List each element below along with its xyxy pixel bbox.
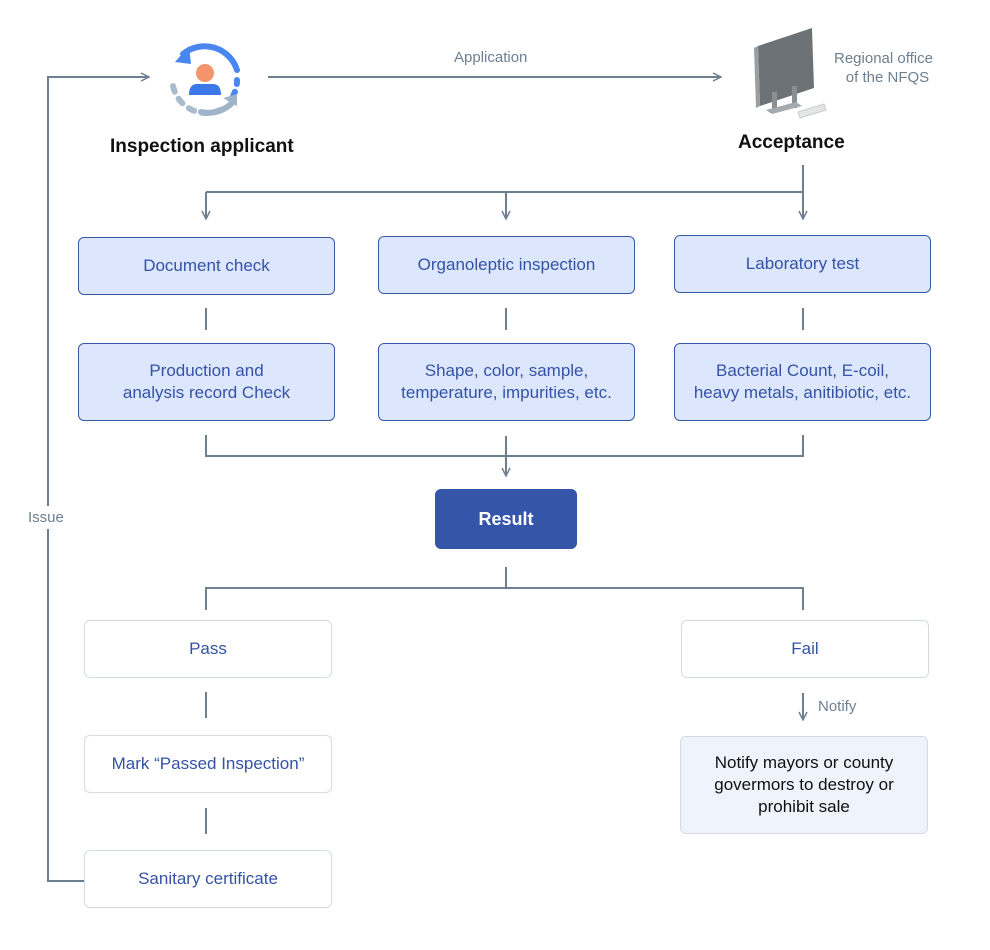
pass-box: Pass: [84, 620, 332, 678]
issue-loop-arrow: [47, 77, 149, 882]
laboratory-test-box: Laboratory test: [674, 235, 931, 293]
acceptance-label: Acceptance: [738, 132, 845, 153]
notify-authorities-box: Notify mayors or county govermors to des…: [680, 736, 928, 834]
office-label-line1: Regional office: [834, 50, 933, 67]
detail-line: Production and: [149, 361, 264, 380]
action-line: govermors to destroy or: [714, 775, 894, 794]
detail-line: heavy metals, anitibiotic, etc.: [693, 383, 912, 402]
detail-line: Shape, color, sample,: [424, 361, 589, 380]
action-line: Notify mayors or county: [714, 753, 894, 772]
office-label: Regional office of the NFQS: [834, 49, 933, 87]
detail-line: Bacterial Count, E-coil,: [716, 361, 889, 380]
office-label-line2: of the NFQS: [845, 69, 930, 86]
organoleptic-inspection-box: Organoleptic inspection: [378, 236, 635, 294]
detail-line: analysis record Check: [122, 383, 291, 402]
issue-edge-label: Issue: [28, 506, 64, 529]
result-box: Result: [435, 489, 577, 549]
document-check-box: Document check: [78, 237, 335, 295]
action-line: prohibit sale: [758, 797, 850, 816]
computer-monitor-icon: [752, 26, 828, 126]
organoleptic-detail-box: Shape, color, sample, temperature, impur…: [378, 343, 635, 421]
applicant-label: Inspection applicant: [110, 136, 294, 157]
notify-edge-label: Notify: [818, 698, 857, 715]
passed-inspection-mark-box: Mark “Passed Inspection”: [84, 735, 332, 793]
laboratory-detail-box: Bacterial Count, E-coil, heavy metals, a…: [674, 343, 931, 421]
detail-line: temperature, impurities, etc.: [401, 383, 612, 402]
sanitary-certificate-box: Sanitary certificate: [84, 850, 332, 908]
applicant-cycle-icon: [165, 40, 245, 120]
document-check-detail-box: Production and analysis record Check: [78, 343, 335, 421]
application-edge-label: Application: [454, 49, 528, 66]
fail-box: Fail: [681, 620, 929, 678]
